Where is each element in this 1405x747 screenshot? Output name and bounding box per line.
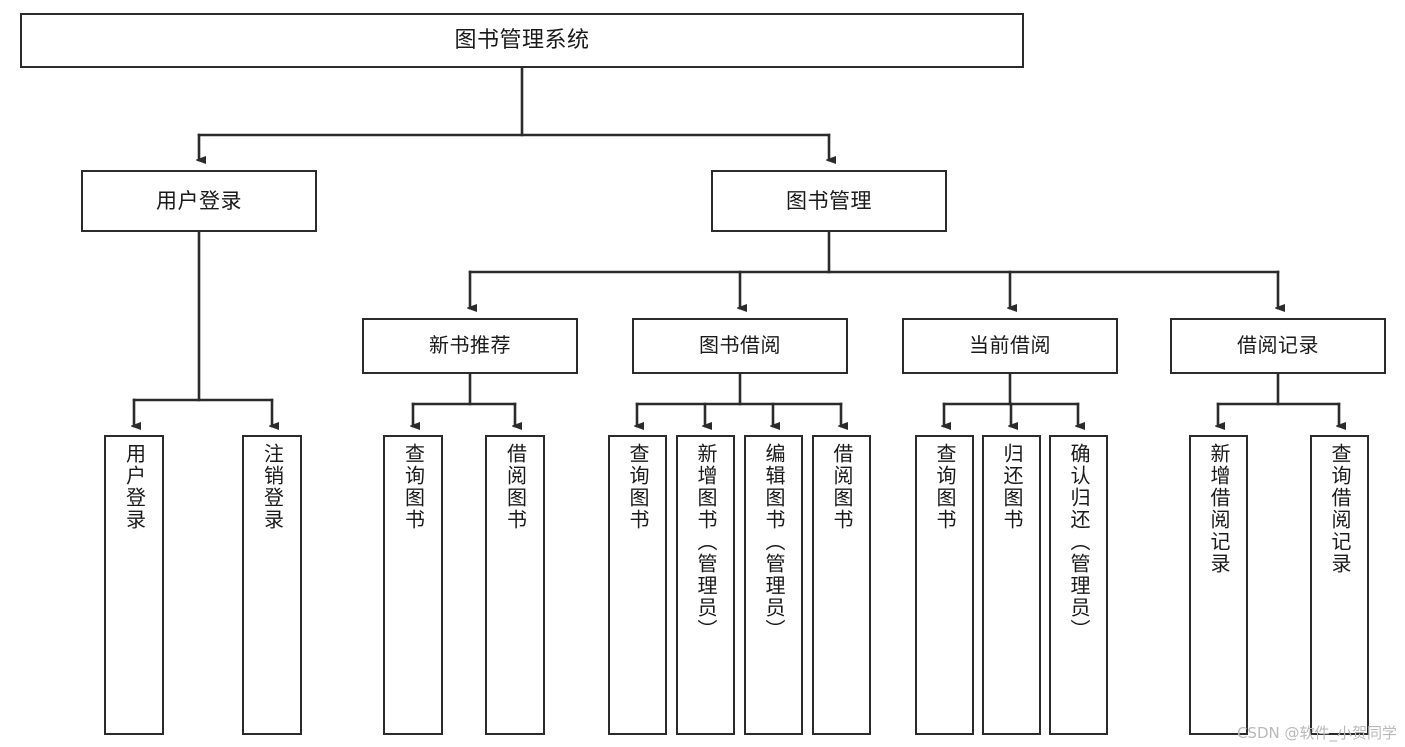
node-leaf-add-borrow-record[interactable]: 新增借阅记录 [1189,435,1248,735]
node-leaf-query-book-book-borrow[interactable]: 查询图书 [608,435,667,735]
node-new-book-recommend[interactable]: 新书推荐 [362,318,578,374]
node-leaf-borrow-book-new-label: 借阅图书 [503,443,528,531]
node-current-borrow-label: 当前借阅 [969,333,1051,358]
node-leaf-query-borrow-record-label: 查询借阅记录 [1328,443,1352,575]
node-leaf-confirm-return[interactable]: 确认归还（管理员） [1049,435,1108,735]
node-book-management-label: 图书管理 [786,188,872,213]
node-borrow-record-label: 借阅记录 [1237,333,1319,358]
node-leaf-return-book-label: 归还图书 [1000,443,1024,531]
node-root[interactable]: 图书管理系统 [20,13,1024,68]
node-leaf-query-book-current-borrow-label: 查询图书 [933,443,957,531]
node-leaf-borrow-book-new[interactable]: 借阅图书 [485,435,545,735]
node-book-borrow[interactable]: 图书借阅 [632,318,848,374]
watermark-label: CSDN @软件_小贺同学 [1236,724,1397,742]
node-leaf-user-login-label: 用户登录 [122,443,147,531]
node-leaf-add-borrow-record-label: 新增借阅记录 [1207,443,1231,575]
node-leaf-borrow-book-book-borrow[interactable]: 借阅图书 [812,435,871,735]
node-book-management[interactable]: 图书管理 [711,170,947,232]
node-leaf-query-book-book-borrow-label: 查询图书 [626,443,650,531]
node-user-login[interactable]: 用户登录 [81,170,317,232]
node-leaf-query-book-new[interactable]: 查询图书 [383,435,443,735]
node-borrow-record[interactable]: 借阅记录 [1170,318,1386,374]
node-user-login-label: 用户登录 [156,188,242,213]
node-leaf-edit-book[interactable]: 编辑图书（管理员） [744,435,803,735]
node-leaf-query-book-new-label: 查询图书 [401,443,426,531]
node-root-label: 图书管理系统 [454,27,590,53]
node-leaf-query-borrow-record[interactable]: 查询借阅记录 [1310,435,1369,735]
node-leaf-edit-book-label: 编辑图书（管理员） [762,443,786,641]
node-leaf-add-book-label: 新增图书（管理员） [694,443,718,641]
node-leaf-return-book[interactable]: 归还图书 [982,435,1041,735]
node-leaf-borrow-book-book-borrow-label: 借阅图书 [830,443,854,531]
node-new-book-recommend-label: 新书推荐 [429,333,511,358]
node-leaf-confirm-return-label: 确认归还（管理员） [1067,443,1091,641]
node-leaf-query-book-current-borrow[interactable]: 查询图书 [915,435,974,735]
node-book-borrow-label: 图书借阅 [699,333,781,358]
node-leaf-logout[interactable]: 注销登录 [242,435,302,735]
node-leaf-user-login[interactable]: 用户登录 [104,435,164,735]
node-leaf-logout-label: 注销登录 [260,443,285,531]
node-leaf-add-book[interactable]: 新增图书（管理员） [676,435,735,735]
node-current-borrow[interactable]: 当前借阅 [902,318,1118,374]
